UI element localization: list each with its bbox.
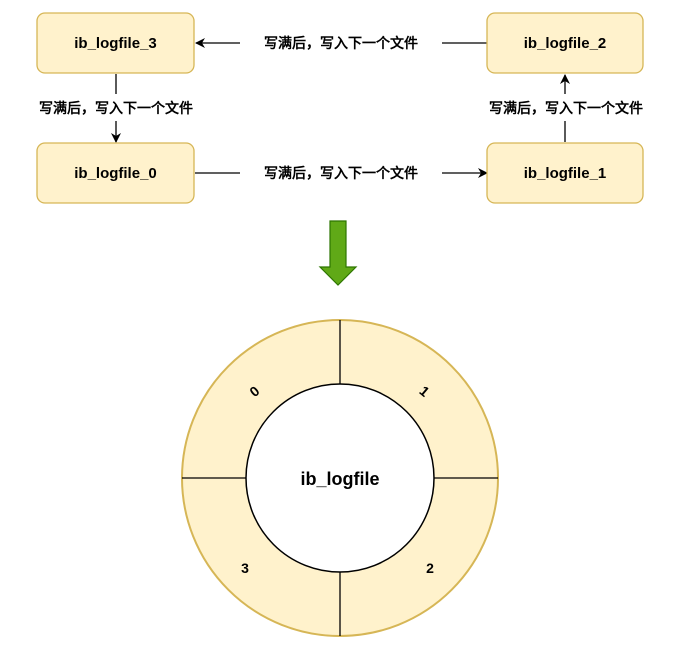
edge-label-log1-to-log2: 写满后，写入下一个文件	[489, 100, 643, 117]
logfile-ring: 0 1 2 3 ib_logfile	[181, 319, 499, 637]
box-label-log3: ib_logfile_3	[74, 35, 157, 52]
segment-label-3: 3	[241, 560, 249, 576]
edge-label-log3-to-log0: 写满后，写入下一个文件	[39, 100, 193, 117]
segment-label-2: 2	[426, 560, 434, 576]
box-label-log1: ib_logfile_1	[524, 165, 607, 182]
box-ib-logfile-3: ib_logfile_3	[36, 12, 195, 74]
box-ib-logfile-1: ib_logfile_1	[486, 142, 644, 204]
box-ib-logfile-0: ib_logfile_0	[36, 142, 195, 204]
down-arrow-icon	[318, 220, 358, 286]
edge-label-log2-to-log3: 写满后，写入下一个文件	[264, 35, 418, 52]
box-label-log2: ib_logfile_2	[524, 35, 607, 52]
edge-label-log0-to-log1: 写满后，写入下一个文件	[264, 165, 418, 182]
ring-center-label: ib_logfile	[300, 469, 379, 489]
ring-inner	[245, 383, 435, 573]
box-label-log0: ib_logfile_0	[74, 165, 157, 182]
box-ib-logfile-2: ib_logfile_2	[486, 12, 644, 74]
